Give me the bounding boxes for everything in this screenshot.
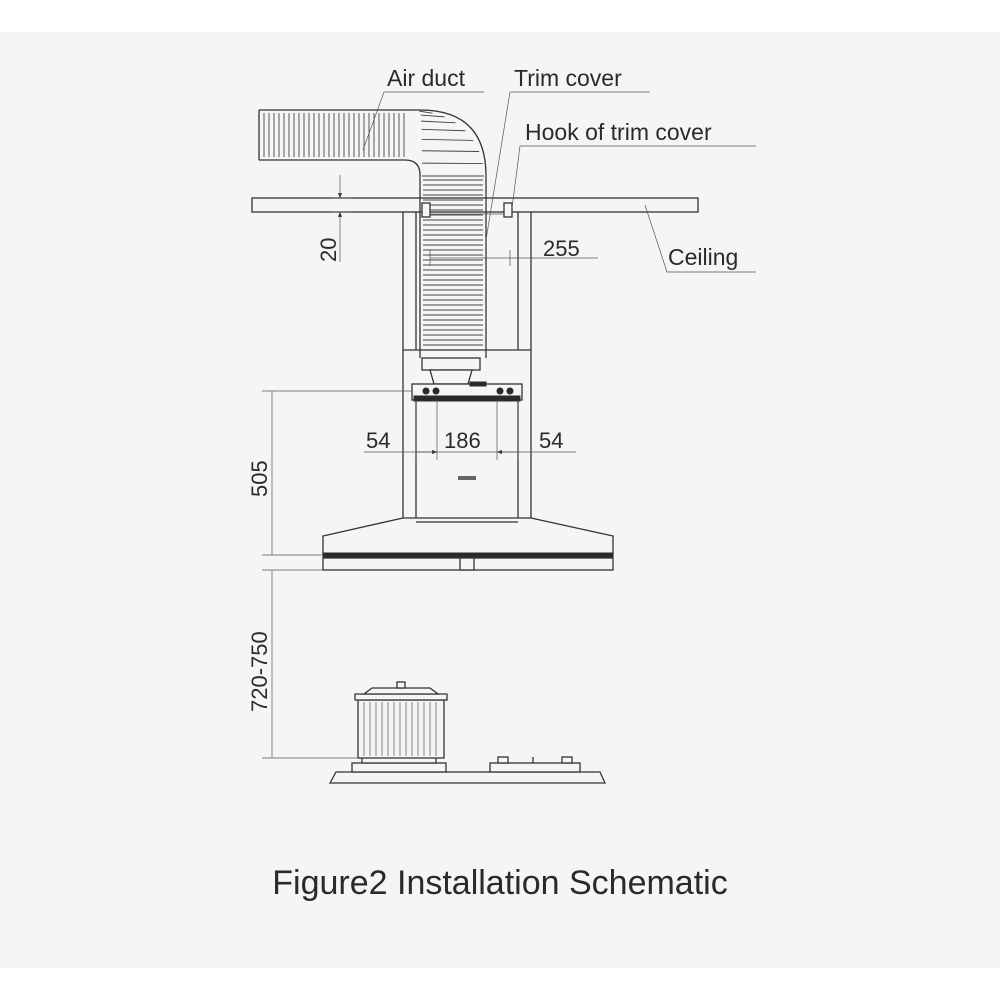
dimension-20: 20 xyxy=(316,238,341,262)
label-leaders xyxy=(362,91,756,273)
figure-caption: Figure2 Installation Schematic xyxy=(272,864,728,902)
vertical-duct xyxy=(419,175,487,358)
trim-cover xyxy=(402,212,532,350)
dimension-54-right: 54 xyxy=(539,428,563,453)
dimension-720-750: 720-750 xyxy=(247,631,272,712)
air-duct-label: Air duct xyxy=(387,65,466,91)
dimension-505: 505 xyxy=(247,460,272,497)
hood-canopy xyxy=(322,517,614,571)
motor-flange xyxy=(411,357,523,402)
hook-of-trim-cover-label: Hook of trim cover xyxy=(525,119,712,145)
figure-panel xyxy=(0,32,1000,968)
dimension-255: 255 xyxy=(543,236,580,261)
air-duct xyxy=(258,109,487,177)
trim-cover-label: Trim cover xyxy=(514,65,622,91)
dimension-54-left: 54 xyxy=(366,428,390,453)
cooking-pot xyxy=(354,681,448,759)
trim-cover-hook xyxy=(421,202,513,218)
ceiling-label: Ceiling xyxy=(668,244,738,270)
cooktop xyxy=(328,756,607,784)
dimension-lines xyxy=(262,175,598,759)
brand-plate xyxy=(458,476,476,480)
dimension-186: 186 xyxy=(444,428,481,453)
